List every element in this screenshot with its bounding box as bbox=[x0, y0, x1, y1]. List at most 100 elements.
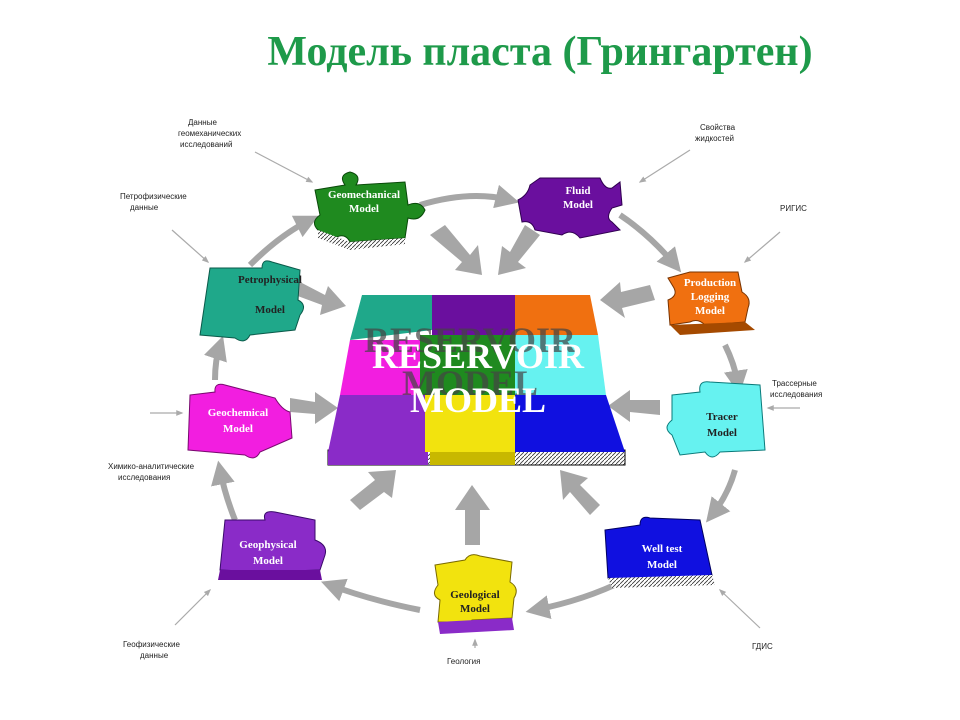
ring-arrow bbox=[204, 335, 227, 381]
piece-edge bbox=[218, 570, 322, 580]
source-petro-2: данные bbox=[130, 203, 159, 212]
core-title-shadow-1: RESERVOIR bbox=[364, 320, 577, 360]
core-piece-magenta bbox=[340, 340, 420, 395]
piece-edge bbox=[670, 322, 755, 335]
piece-shape bbox=[199, 260, 304, 342]
piece-label-line2: Model bbox=[563, 199, 593, 211]
piece-label-line1: Geological bbox=[450, 589, 500, 601]
piece-shape bbox=[517, 177, 623, 239]
piece-petrophysical: Petrophysical Model bbox=[199, 260, 304, 342]
piece-label-line2: Model bbox=[349, 203, 379, 215]
source-geology: Геология bbox=[447, 657, 480, 666]
inward-arrow bbox=[608, 390, 660, 422]
piece-shape bbox=[667, 271, 750, 326]
piece-label-line2: Model bbox=[707, 427, 737, 439]
piece-geophysical: Geophysical Model bbox=[218, 511, 326, 580]
core-piece-blue bbox=[515, 395, 625, 452]
source-labels: Данные геомеханических исследований Свой… bbox=[108, 118, 822, 666]
ring-arrow bbox=[211, 460, 238, 522]
core-edge-violet bbox=[328, 452, 428, 465]
source-arrow bbox=[254, 151, 314, 183]
source-chem-1: Химико-аналитические bbox=[108, 462, 195, 471]
source-arrow bbox=[638, 149, 691, 183]
piece-label-line2: Model bbox=[460, 603, 490, 615]
source-arrow bbox=[743, 231, 781, 263]
core-title-shadow-2: MODEL bbox=[402, 363, 538, 403]
source-tracer-1: Трассерные bbox=[772, 379, 817, 388]
source-pgis: РИГИС bbox=[780, 204, 807, 213]
inward-arrow bbox=[295, 282, 346, 315]
source-geophys-1: Геофизические bbox=[123, 640, 180, 649]
piece-geochemical: Geochemical Model bbox=[187, 383, 293, 459]
inward-arrow bbox=[290, 392, 338, 424]
piece-fluid: Fluid Model bbox=[517, 177, 623, 239]
core-piece-yellow bbox=[425, 395, 515, 452]
piece-label-line2: Logging bbox=[691, 291, 730, 303]
core-edge-yellow bbox=[430, 452, 515, 465]
core-piece-teal bbox=[350, 295, 432, 340]
piece-label-line2: Model bbox=[253, 555, 283, 567]
piece-label-line2: Model bbox=[255, 304, 285, 316]
inward-arrow bbox=[430, 225, 482, 275]
core-title-line1: RESERVOIR bbox=[372, 336, 585, 376]
source-tracer-2: исследования bbox=[770, 390, 822, 399]
piece-edge bbox=[438, 618, 514, 634]
core-piece-cyan bbox=[515, 335, 606, 395]
core-piece-purple bbox=[432, 295, 515, 335]
source-arrow bbox=[171, 229, 210, 263]
source-petro-1: Петрофизические bbox=[120, 192, 187, 201]
source-geomech-3: исследований bbox=[180, 140, 233, 149]
source-geomech-2: геомеханических bbox=[178, 129, 241, 138]
inward-arrow bbox=[600, 282, 655, 318]
source-fluid-1: Свойства bbox=[700, 123, 736, 132]
source-arrows bbox=[150, 149, 800, 648]
piece-production: Production Logging Model bbox=[667, 271, 755, 335]
core-piece-green bbox=[420, 335, 515, 395]
ring-arrow bbox=[321, 578, 421, 613]
source-fluid-2: жидкостей bbox=[695, 134, 734, 143]
piece-shape bbox=[666, 381, 766, 458]
source-chem-2: исследования bbox=[118, 473, 170, 482]
page-title: Модель пласта (Грингартен) bbox=[267, 29, 813, 75]
piece-shape bbox=[219, 511, 326, 573]
inward-arrow bbox=[498, 225, 540, 275]
piece-shape bbox=[187, 383, 293, 459]
inward-arrows bbox=[290, 225, 660, 545]
piece-edge bbox=[608, 575, 715, 588]
piece-label-line2: Model bbox=[647, 559, 677, 571]
piece-welltest: Well test Model bbox=[604, 516, 715, 588]
source-arrow bbox=[718, 589, 761, 629]
core-title-line2: MODEL bbox=[410, 380, 546, 420]
piece-label-line1: Petrophysical bbox=[238, 274, 302, 286]
piece-label-line1: Tracer bbox=[706, 411, 738, 423]
source-arrow bbox=[174, 588, 212, 626]
piece-geological: Geological Model bbox=[434, 554, 517, 634]
piece-label-line1: Geophysical bbox=[239, 539, 296, 551]
inward-arrow bbox=[560, 470, 600, 515]
source-gdis: ГДИС bbox=[752, 642, 773, 651]
piece-edge bbox=[318, 230, 405, 250]
inward-arrow bbox=[350, 470, 396, 510]
piece-label-line1: Geochemical bbox=[208, 407, 268, 419]
reservoir-model-core: RESERVOIR MODEL RESERVOIR MODEL bbox=[327, 295, 626, 466]
piece-label-line3: Model bbox=[695, 305, 725, 317]
core-piece-violet bbox=[328, 395, 425, 452]
core-piece-orange bbox=[515, 295, 598, 335]
piece-tracer: Tracer Model bbox=[666, 381, 766, 458]
ring-arrow bbox=[618, 212, 682, 273]
source-geomech-1: Данные bbox=[188, 118, 217, 127]
piece-label-line1: Well test bbox=[642, 543, 683, 555]
ring-arrow bbox=[419, 184, 520, 209]
ring-arrows bbox=[204, 184, 748, 619]
ring-arrow bbox=[706, 469, 738, 523]
inward-arrow bbox=[455, 485, 490, 545]
piece-label-line1: Fluid bbox=[565, 185, 590, 197]
ring-arrow bbox=[722, 343, 748, 395]
piece-label-line2: Model bbox=[223, 423, 253, 435]
piece-geomechanical: Geomechanical Model bbox=[314, 171, 426, 250]
source-geophys-2: данные bbox=[140, 651, 169, 660]
piece-label-line1: Production bbox=[684, 277, 736, 289]
ring-arrow bbox=[247, 215, 319, 268]
piece-label-line1: Geomechanical bbox=[328, 189, 400, 201]
